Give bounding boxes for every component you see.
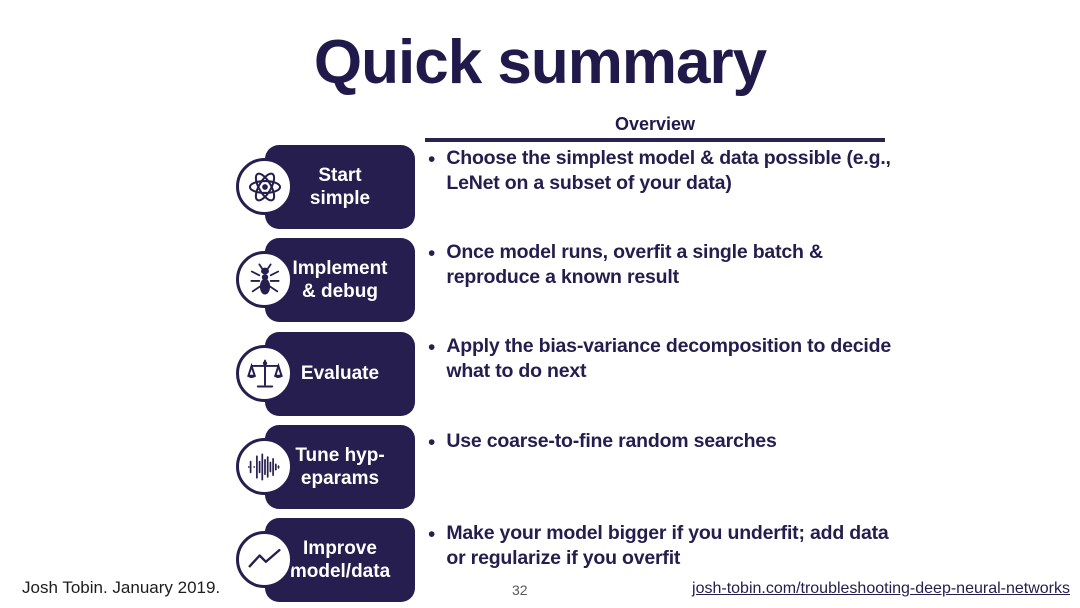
bullet-marker: • (428, 523, 436, 546)
bullet-text: Choose the simplest model & data possibl… (446, 147, 891, 194)
step-box-evaluate[interactable]: Evaluate (265, 332, 415, 416)
bug-icon (236, 251, 293, 308)
trend-line-icon (236, 531, 293, 588)
step-label: Start simple (309, 164, 371, 209)
bullet-marker: • (428, 148, 436, 171)
balance-scales-icon (236, 345, 293, 402)
step-label: Improve model/data (289, 537, 391, 582)
bullet-row: • Apply the bias-variance decomposition … (428, 334, 898, 384)
bullet-row: • Make your model bigger if you underfit… (428, 521, 898, 571)
bullet-text: Apply the bias-variance decomposition to… (446, 335, 891, 382)
page-number: 32 (512, 582, 528, 598)
bullet-row: • Once model runs, overfit a single batc… (428, 240, 898, 290)
bullet-text: Once model runs, overfit a single batch … (446, 241, 823, 288)
step-label: Implement & debug (292, 257, 388, 302)
bullet-text: Make your model bigger if you underfit; … (446, 522, 889, 569)
step-label: Evaluate (300, 363, 380, 385)
bullet-row: • Choose the simplest model & data possi… (428, 146, 898, 196)
footer-author: Josh Tobin. January 2019. (22, 578, 221, 597)
waveform-icon (236, 438, 293, 495)
overview-divider (425, 138, 885, 142)
bullet-marker: • (428, 336, 436, 359)
bullet-row: • Use coarse-to-fine random searches (428, 429, 898, 457)
bullet-marker: • (428, 431, 436, 454)
footer-link[interactable]: josh-tobin.com/troubleshooting-deep-neur… (692, 580, 1070, 597)
page-title: Quick summary (313, 28, 767, 97)
overview-column-header: Overview (614, 114, 696, 134)
step-label: Tune hyp- eparams (295, 444, 385, 489)
atom-icon (236, 158, 293, 215)
bullet-marker: • (428, 242, 436, 265)
bullet-text: Use coarse-to-fine random searches (446, 430, 777, 452)
